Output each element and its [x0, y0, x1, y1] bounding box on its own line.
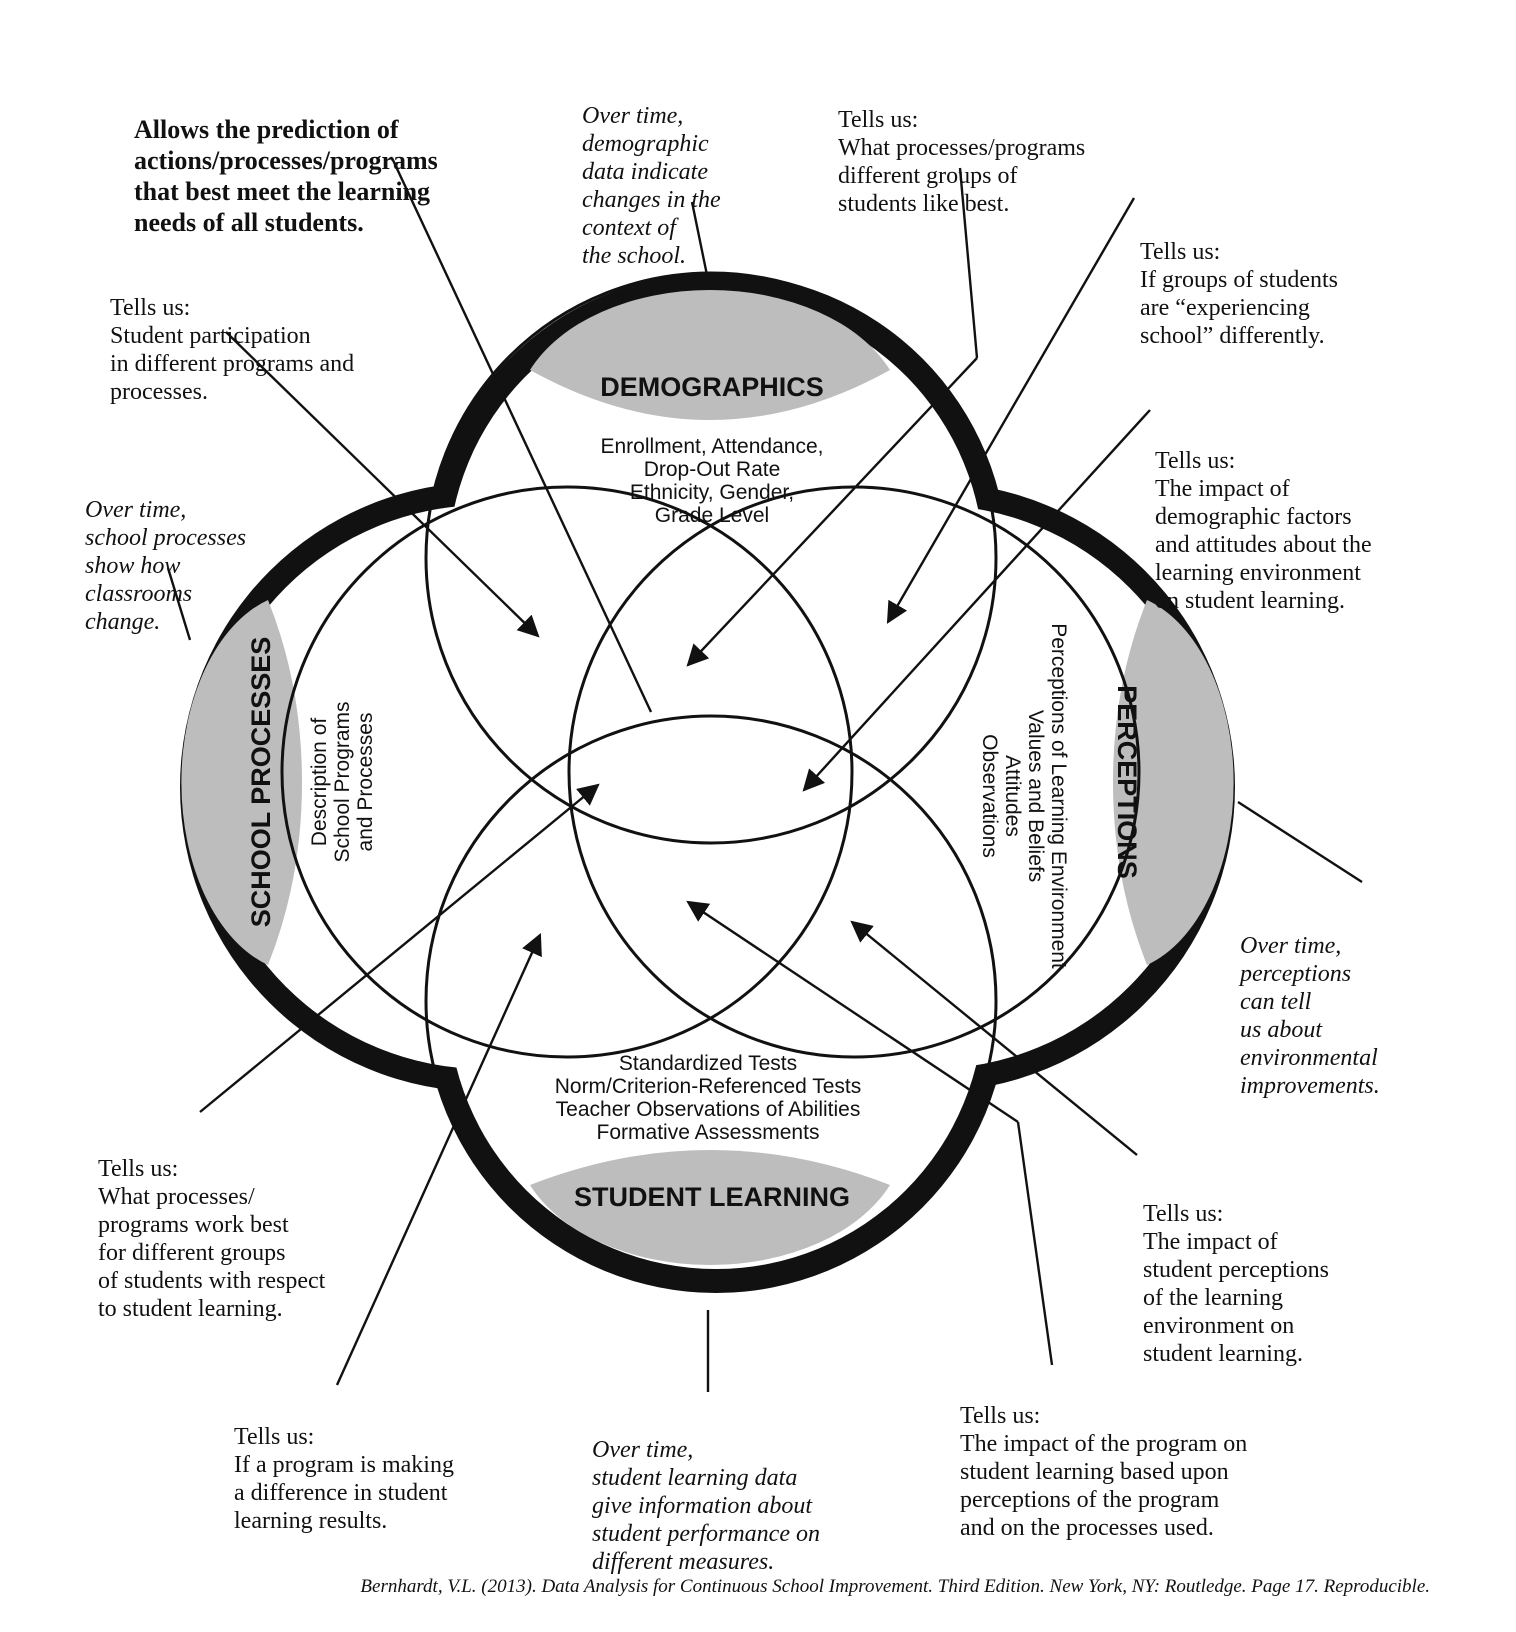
line-processes-over-time: [166, 567, 192, 641]
arrow-program-impact: [686, 900, 1019, 1123]
student-learning-item: Formative Assessments: [597, 1121, 820, 1144]
school-processes-band: [181, 600, 302, 965]
perceptions-item: Perceptions of Learning Environment: [1047, 623, 1070, 969]
demographics-circle: [424, 271, 998, 845]
student-learning-item: Norm/Criterion-Referenced Tests: [555, 1075, 862, 1098]
demographics-title: DEMOGRAPHICS: [600, 372, 824, 402]
connector-lines: [166, 157, 1363, 1392]
demographics-item: Drop-Out Rate: [644, 458, 781, 481]
school-processes-circle: [280, 485, 854, 1059]
arrow-work-best: [199, 783, 600, 1113]
title-bands: [181, 290, 1234, 1266]
citation: Bernhardt, V.L. (2013). Data Analysis fo…: [360, 1576, 1430, 1597]
school-processes-item: School Programs: [331, 701, 354, 862]
student-learning-title: STUDENT LEARNING: [574, 1182, 850, 1212]
note-work-best: Tells us:What processes/programs work be…: [98, 1156, 326, 1322]
perceptions-item: Values and Beliefs: [1024, 710, 1047, 882]
perceptions-item: Attitudes: [1001, 755, 1024, 837]
demographics-item: Enrollment, Attendance,: [601, 435, 824, 458]
line-perceptions-over-time: [1237, 800, 1363, 884]
demographics-band: [530, 290, 890, 420]
perceptions-band: [1113, 600, 1234, 965]
circle-contents: Enrollment, Attendance, Drop-Out Rate Et…: [308, 435, 1070, 1144]
student-learning-item: Standardized Tests: [619, 1052, 797, 1075]
school-processes-item: Description of: [308, 718, 331, 847]
line-demographics-over-time: [690, 201, 710, 281]
school-processes-item: and Processes: [354, 713, 377, 852]
perceptions-item: Observations: [978, 734, 1001, 858]
student-learning-item: Teacher Observations of Abilities: [556, 1098, 861, 1121]
line-program-impact: [1016, 1121, 1054, 1366]
line-prediction: [390, 157, 653, 713]
line-processes-groups-like: [958, 167, 979, 359]
perceptions-title: PERCEPTIONS: [1112, 685, 1142, 879]
arrow-perception-impact: [850, 920, 1138, 1156]
demographics-item: Ethnicity, Gender,: [630, 481, 794, 504]
arrow-participation: [225, 331, 540, 638]
arrow-experiencing-school: [886, 197, 1136, 624]
arrow-program-difference: [335, 933, 542, 1386]
student-learning-circle: [424, 714, 998, 1288]
student-learning-band: [530, 1150, 890, 1266]
school-processes-title: SCHOOL PROCESSES: [246, 637, 276, 928]
arrow-demographic-impact: [802, 409, 1151, 792]
circle-titles: DEMOGRAPHICS STUDENT LEARNING SCHOOL PRO…: [246, 372, 1142, 1212]
arrow-processes-groups-like: [686, 357, 978, 667]
demographics-item: Grade Level: [655, 504, 769, 527]
